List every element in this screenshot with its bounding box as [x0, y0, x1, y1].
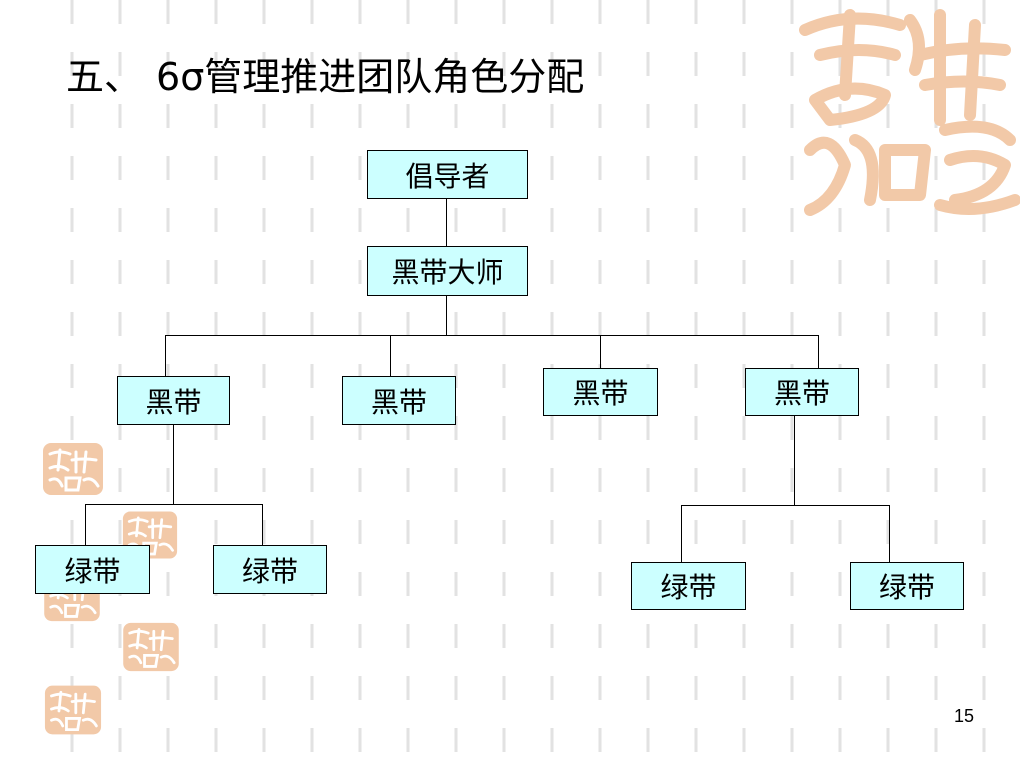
node-master-black-belt: 黑带大师 — [367, 246, 528, 296]
connector-gb4-drop — [889, 505, 890, 563]
connector-bb3-drop — [600, 335, 601, 369]
connector-greenbelt-bus-1 — [85, 504, 263, 505]
title-text: 6σ管理推进团队角色分配 — [156, 55, 585, 99]
title-number: 五、 — [66, 55, 143, 99]
connector-bb1-drop — [165, 335, 166, 376]
page-number: 15 — [954, 706, 975, 726]
node-champion: 倡导者 — [367, 150, 528, 199]
node-black-belt-1: 黑带 — [117, 376, 230, 425]
connector-mbb-down — [446, 295, 447, 335]
calligraphy-seal-icon — [43, 443, 103, 495]
connector-bb4-down — [794, 416, 795, 505]
calligraphy-seal-icon — [123, 622, 179, 672]
connector-bb2-drop — [390, 335, 391, 376]
connector-gb3-drop — [681, 505, 682, 563]
node-green-belt-4: 绿带 — [850, 562, 964, 610]
connector-gb2-drop — [262, 504, 263, 546]
connector-gb1-drop — [85, 504, 86, 546]
slide-title: 五、 6σ管理推进团队角色分配 — [66, 46, 584, 101]
node-black-belt-3: 黑带 — [543, 368, 658, 416]
node-green-belt-1: 绿带 — [35, 545, 150, 594]
connector-champion-mbb — [446, 198, 447, 246]
calligraphy-seal-icon — [44, 685, 102, 735]
node-green-belt-3: 绿带 — [631, 562, 746, 610]
node-green-belt-2: 绿带 — [213, 545, 327, 594]
node-black-belt-2: 黑带 — [342, 376, 456, 425]
connector-bb4-drop — [818, 335, 819, 369]
node-black-belt-4: 黑带 — [745, 368, 859, 416]
connector-greenbelt-bus-2 — [681, 505, 890, 506]
connector-blackbelt-bus — [165, 335, 819, 336]
calligraphy-seal-icon — [799, 9, 1020, 216]
connector-bb1-down — [173, 424, 174, 504]
